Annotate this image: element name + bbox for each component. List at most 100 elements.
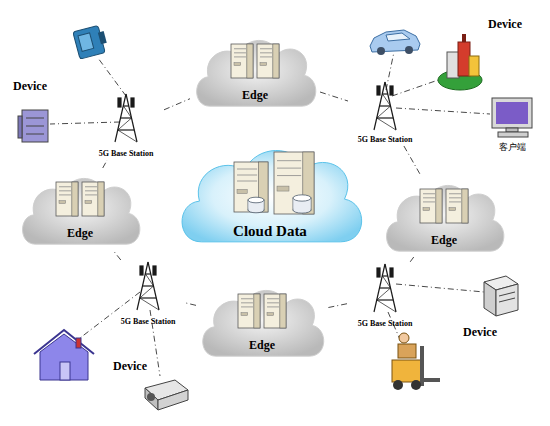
server-icon — [423, 193, 435, 194]
computer-device — [498, 132, 528, 137]
leader-line — [396, 284, 484, 292]
tower-icon — [131, 98, 134, 107]
server-icon — [446, 189, 468, 223]
server-icon — [241, 313, 248, 316]
server-icon — [446, 189, 468, 223]
server-icon — [241, 302, 253, 303]
tower-icon — [377, 117, 394, 118]
edge-cloud: Edge — [380, 175, 508, 257]
node-label: Edge — [196, 338, 328, 353]
server-icon — [257, 44, 279, 78]
tower-icon — [118, 118, 132, 130]
tower-icon — [137, 262, 159, 310]
node-label: 5G Base Station — [110, 317, 186, 326]
server-icon — [238, 294, 260, 328]
leader-line — [80, 292, 140, 338]
server-icon — [420, 189, 442, 223]
tower-icon — [380, 287, 391, 288]
leader-line — [50, 122, 120, 124]
rack-device — [18, 116, 22, 138]
tower-icon — [118, 98, 121, 107]
tower-icon — [377, 288, 391, 300]
base-station: 5G Base Station — [348, 80, 422, 146]
tower-icon — [377, 106, 391, 118]
server-icon — [277, 186, 289, 191]
server-icon — [449, 201, 461, 202]
tower-icon — [143, 285, 154, 286]
server-icon — [237, 181, 257, 182]
database-icon — [248, 197, 264, 213]
server-icon — [260, 63, 267, 66]
leader-line — [98, 58, 126, 96]
forklift-device — [398, 344, 416, 358]
network-link — [113, 250, 121, 260]
tower-icon — [377, 300, 396, 312]
server-icon — [420, 189, 442, 223]
tower-icon — [140, 286, 154, 298]
device-label: Device — [13, 79, 47, 94]
forklift-device — [420, 346, 424, 386]
server-icon — [277, 168, 301, 169]
building-device — [462, 34, 466, 42]
server-icon — [260, 56, 272, 57]
tower-icon — [140, 297, 157, 298]
tower-icon — [390, 268, 393, 277]
server-icon — [423, 197, 435, 198]
tower-icon — [118, 130, 137, 142]
server-icon — [234, 162, 268, 212]
database-icon — [293, 195, 311, 213]
camera-device — [98, 31, 107, 44]
rack-device — [18, 110, 48, 142]
car-device — [405, 46, 413, 54]
tower-icon — [377, 86, 380, 95]
server-icon — [277, 160, 301, 161]
projector-device — [147, 393, 155, 401]
server-icon — [257, 44, 279, 78]
tower-icon — [377, 268, 380, 277]
server-box-device — [499, 298, 515, 302]
camera-device — [73, 24, 109, 59]
server-icon — [234, 162, 268, 212]
node-label: Cloud Data — [172, 223, 368, 240]
server-icon — [267, 306, 279, 307]
tower-icon — [140, 266, 143, 275]
building-device — [458, 42, 470, 76]
device-label: Device — [463, 325, 497, 340]
tower-icon — [377, 299, 394, 300]
server-icon — [59, 190, 71, 191]
node-label: Edge — [380, 233, 508, 248]
leader-line — [386, 52, 394, 90]
server-icon — [59, 194, 71, 195]
tower-icon — [377, 118, 396, 130]
server-icon — [274, 152, 314, 214]
device-label: 客户端 — [499, 141, 526, 154]
house-device — [60, 362, 70, 380]
device-label: Device — [113, 359, 147, 374]
network-link — [103, 160, 107, 168]
forklift-device — [392, 333, 440, 390]
database-icon — [248, 197, 264, 203]
rack-device — [26, 134, 44, 135]
server-icon — [267, 302, 279, 303]
server-icon — [234, 52, 246, 53]
server-icon — [59, 186, 71, 187]
server-icon — [254, 294, 260, 328]
server-icon — [98, 182, 104, 216]
building-device — [438, 34, 482, 90]
server-icon — [238, 294, 260, 328]
house-device — [34, 330, 94, 354]
server-icon — [82, 182, 104, 216]
tower-icon — [383, 94, 391, 106]
server-icon — [436, 189, 442, 223]
tower-icon — [374, 82, 396, 130]
computer-device — [492, 98, 532, 137]
edge-cloud: Edge — [190, 30, 320, 112]
node-label: Edge — [16, 226, 144, 241]
server-box-device — [499, 292, 515, 296]
rack-device — [22, 110, 48, 142]
node-label: 5G Base Station — [88, 149, 164, 158]
server-icon — [234, 48, 246, 49]
leader-line — [396, 108, 490, 114]
rack-device — [26, 118, 44, 119]
server-icon — [59, 201, 66, 204]
